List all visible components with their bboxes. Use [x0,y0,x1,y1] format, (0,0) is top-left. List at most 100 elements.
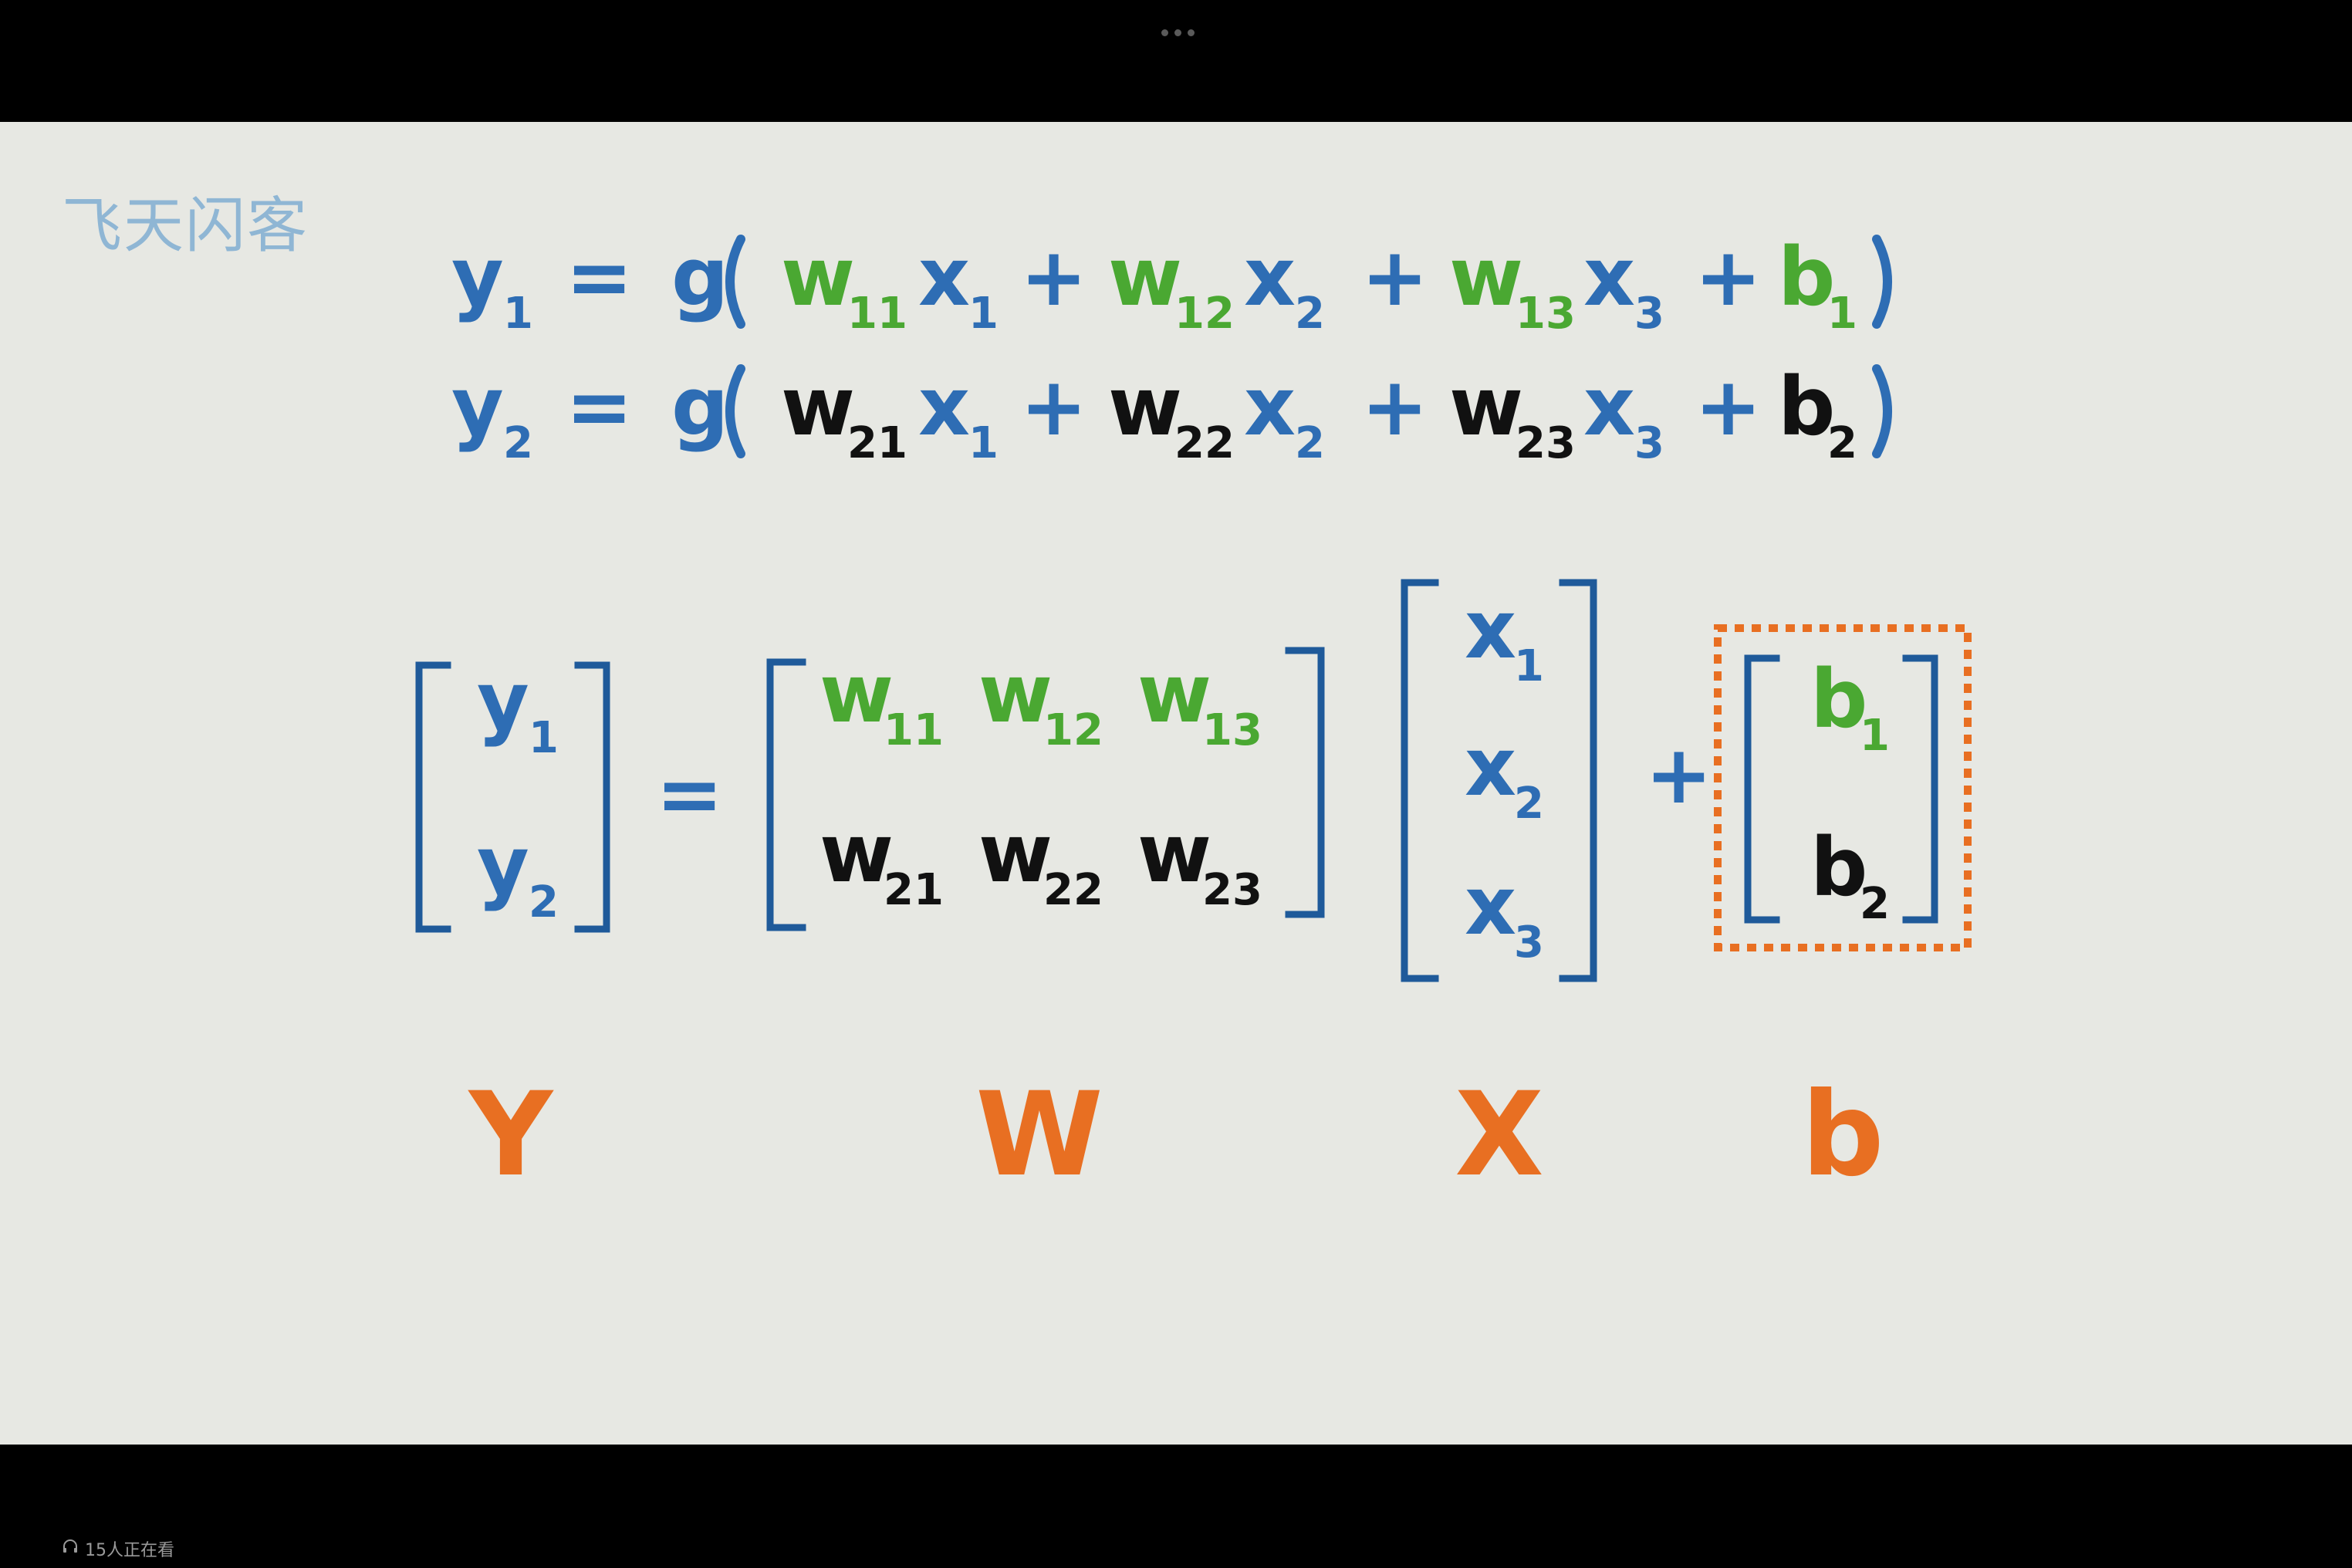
eq1-b-sub: 1 [1827,289,1857,339]
eq1-x1: x [918,230,970,324]
eq1-b: b [1778,230,1835,324]
y-left-bracket [415,661,451,933]
ellipsis-icon[interactable] [1154,25,1201,40]
eq1-x2: x [1244,230,1296,324]
w-12: w [978,647,1053,741]
y-entry-1-sub: 1 [529,713,559,763]
label-X: X [1455,1068,1544,1202]
eq2-close-paren [1872,364,1892,458]
w-22-sub: 22 [1043,865,1103,915]
label-b: b [1801,1068,1884,1202]
eq1-x2-sub: 2 [1295,289,1325,339]
w-21-sub: 21 [884,865,944,915]
viewer-count: 15人正在看 [62,1537,174,1560]
headphone-icon [62,1538,79,1560]
eq1-w1: w [781,230,855,324]
eq2-plus-3: + [1695,360,1762,454]
eq2-b-sub: 2 [1827,418,1857,468]
eq2-equals: = [566,360,633,454]
eq1-plus-2: + [1361,230,1428,324]
y-entry-2: y [477,819,529,913]
b-entry-2-sub: 2 [1860,879,1890,929]
x-left-bracket [1401,579,1439,982]
eq2-lhs: y [451,360,504,454]
matrix-equals: = [656,747,723,841]
watermark-text: 飞天闪客 [62,191,309,261]
matrix-x: x 1 x 2 x 3 [1401,579,1597,982]
eq1-open-paren [725,235,745,329]
x-entry-2: x [1465,720,1516,814]
w-23: w [1137,806,1211,901]
b-entry-2: b [1810,820,1867,914]
top-bar [0,0,2352,122]
eq1-w3-sub: 13 [1516,289,1576,339]
w-12-sub: 12 [1043,705,1103,755]
eq1-close-paren [1872,235,1892,329]
eq2-plus-1: + [1020,360,1087,454]
x-entry-1: x [1465,583,1516,677]
matrix-w: w 11 w 12 w 13 w 21 w 22 w 23 [766,647,1325,931]
eq2-g: g [671,360,728,454]
eq1-w2: w [1108,230,1182,324]
matrix-plus: + [1645,728,1712,822]
b-left-bracket [1744,654,1780,924]
matrix-y: y 1 y 2 [415,654,610,933]
eq2-w1-sub: 21 [847,418,907,468]
eq2-w1: w [781,360,855,454]
eq1-x1-sub: 1 [968,289,999,339]
equation-1: y 1 = g w 11 x 1 + w 12 x 2 + w 13 x 3 +… [451,230,1892,339]
x-entry-2-sub: 2 [1514,779,1544,829]
x-right-bracket [1559,579,1597,982]
w-left-bracket [766,658,806,931]
b-entry-1-sub: 1 [1860,711,1890,761]
w-11-sub: 11 [884,705,944,755]
eq2-x2: x [1244,360,1296,454]
eq2-x1: x [918,360,970,454]
w-right-bracket [1285,647,1325,918]
y-right-bracket [574,661,610,933]
w-13-sub: 13 [1202,705,1262,755]
eq1-w1-sub: 11 [847,289,907,339]
eq2-x1-sub: 1 [968,418,999,468]
eq2-w2-sub: 22 [1174,418,1235,468]
eq1-x3: x [1583,230,1635,324]
eq1-g: g [671,230,728,324]
y-entry-2-sub: 2 [529,877,559,928]
eq2-x2-sub: 2 [1295,418,1325,468]
w-22: w [978,806,1053,901]
x-entry-1-sub: 1 [1514,641,1544,691]
y-entry-1: y [477,654,529,749]
eq2-x3-sub: 3 [1634,418,1664,468]
eq2-open-paren [725,364,745,458]
w-21: w [819,806,894,901]
b-entry-1: b [1810,652,1867,746]
eq2-lhs-sub: 2 [503,418,533,468]
eq2-b: b [1778,360,1835,454]
eq2-x3: x [1583,360,1635,454]
eq1-plus-3: + [1695,230,1762,324]
label-Y: Y [468,1068,555,1202]
eq1-w2-sub: 12 [1174,289,1235,339]
x-entry-3: x [1465,859,1516,953]
bottom-bar [0,1445,2352,1568]
matrix-labels: Y W X b [468,1068,1884,1202]
eq1-lhs-sub: 1 [503,289,533,339]
matrix-b: b 1 b 2 [1714,624,1972,951]
label-W: W [975,1068,1103,1202]
eq2-w3-sub: 23 [1516,418,1576,468]
eq1-plus-1: + [1020,230,1087,324]
eq1-equals: = [566,230,633,324]
eq1-lhs: y [451,230,504,324]
w-11: w [819,647,894,741]
eq1-w3: w [1449,230,1523,324]
b-right-bracket [1902,654,1938,924]
w-13: w [1137,647,1211,741]
x-entry-3-sub: 3 [1514,917,1544,968]
slide [0,122,2352,1445]
equation-2: y 2 = g w 21 x 1 + w 22 x 2 + w 23 x 3 +… [451,360,1892,468]
w-23-sub: 23 [1202,865,1262,915]
b-highlight-box [1714,624,1972,951]
eq2-w2: w [1108,360,1182,454]
eq1-x3-sub: 3 [1634,289,1664,339]
